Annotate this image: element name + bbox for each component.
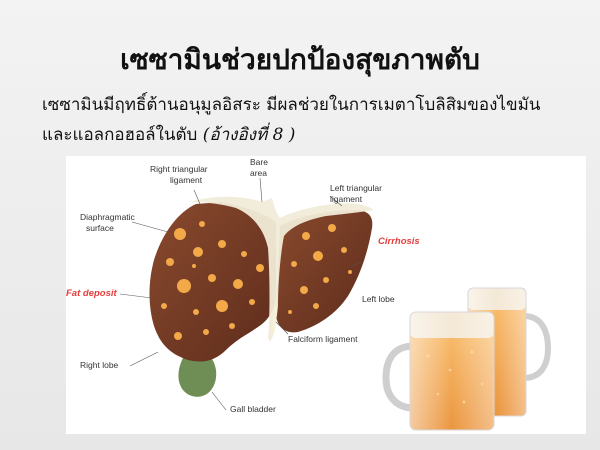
label-left-lobe: Left lobe <box>362 294 395 304</box>
label-left-triangular-2: ligament <box>330 194 363 204</box>
reference-note: (อ้างอิงที่ 8 ) <box>202 125 296 145</box>
label-gall-bladder: Gall bladder <box>230 404 276 414</box>
label-cirrhosis: Cirrhosis <box>378 236 420 247</box>
label-falciform: Falciform ligament <box>288 334 358 344</box>
body-line-2-text: และแอลกอฮอล์ในตับ <box>42 125 203 145</box>
left-lobe-shape <box>276 210 373 333</box>
liver-diagram: Right triangular ligament Bare area Left… <box>66 157 552 431</box>
fat-deposits <box>161 221 352 340</box>
label-diaphragmatic-1: Diaphragmatic <box>80 212 136 222</box>
label-left-triangular-1: Left triangular <box>330 183 382 193</box>
slide-title: เซซามินช่วยปกป้องสุขภาพตับ <box>120 43 480 76</box>
label-right-lobe: Right lobe <box>80 360 119 370</box>
liver-illustration: Right triangular ligament Bare area Left… <box>66 156 586 434</box>
body-line-1: เซซามินมีฤทธิ์ต้านอนุมูลอิสระ มีผลช่วยใน… <box>42 95 541 115</box>
label-right-triangular-2: ligament <box>170 175 203 185</box>
body-line-2: และแอลกอฮอล์ในตับ (อ้างอิงที่ 8 ) <box>42 120 582 150</box>
leader-lines <box>119 177 363 411</box>
label-diaphragmatic-2: surface <box>86 223 114 233</box>
label-right-triangular-1: Right triangular <box>150 164 208 174</box>
bare-area-shape <box>190 196 374 342</box>
label-bare-1: Bare <box>250 157 268 167</box>
label-fat-deposit: Fat deposit <box>66 288 118 299</box>
beer-mug-front <box>382 311 495 431</box>
body-text: เซซามินมีฤทธิ์ต้านอนุมูลอิสระ มีผลช่วยใน… <box>42 90 582 150</box>
falciform-ligament-line <box>271 305 278 333</box>
label-bare-2: area <box>250 168 267 178</box>
